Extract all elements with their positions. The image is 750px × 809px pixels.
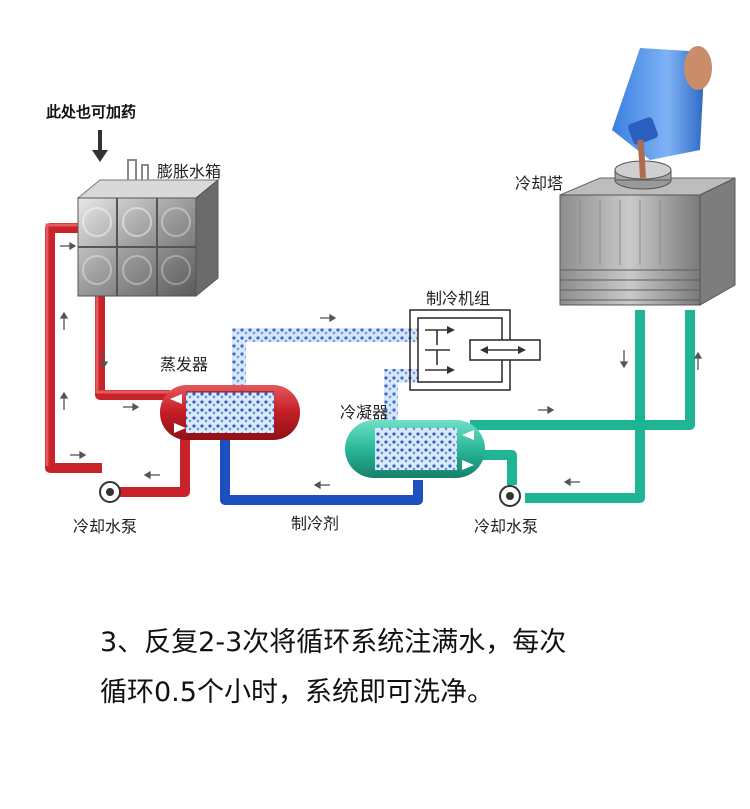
down-arrow-icon [92,130,108,162]
flow-arrows [59,241,703,490]
caption: 3、反复2-3次将循环系统注满水，每次 循环0.5个小时，系统即可洗净。 [100,618,700,718]
refrigerant-gas-pipe-top [232,328,418,342]
chiller-unit-label: 制冷机组 [426,289,491,308]
condenser [345,420,485,478]
cooling-tower-label: 冷却塔 [515,174,564,193]
pump-right-icon [499,485,521,507]
pump-right-label: 冷却水泵 [474,517,539,536]
refrigerant-label: 制冷剂 [291,514,340,533]
caption-line-2: 循环0.5个小时，系统即可洗净。 [100,677,494,708]
refrigerant-gas-pipe-cond-riser [384,375,398,430]
expansion-tank-label: 膨胀水箱 [157,162,222,181]
cooling-tower [559,160,736,306]
hot-water-pipe-highlight [45,223,170,466]
pump-left-label: 冷却水泵 [73,517,138,536]
refrigeration-diagram [45,46,736,507]
pump-left-icon [99,481,121,503]
condenser-label: 冷凝器 [340,403,389,422]
refrigerant-gas-pipe-riser [232,335,246,390]
evaporator-label: 蒸发器 [160,355,209,374]
caption-line-1: 3、反复2-3次将循环系统注满水，每次 [100,627,567,658]
chiller-flow-arrows [447,326,526,374]
add-chemical-label: 此处也可加药 [46,103,137,121]
cooling-water-pipe [470,310,695,503]
evaporator [160,385,300,440]
expansion-tank [76,159,220,298]
chemical-bottle-image [612,46,712,179]
